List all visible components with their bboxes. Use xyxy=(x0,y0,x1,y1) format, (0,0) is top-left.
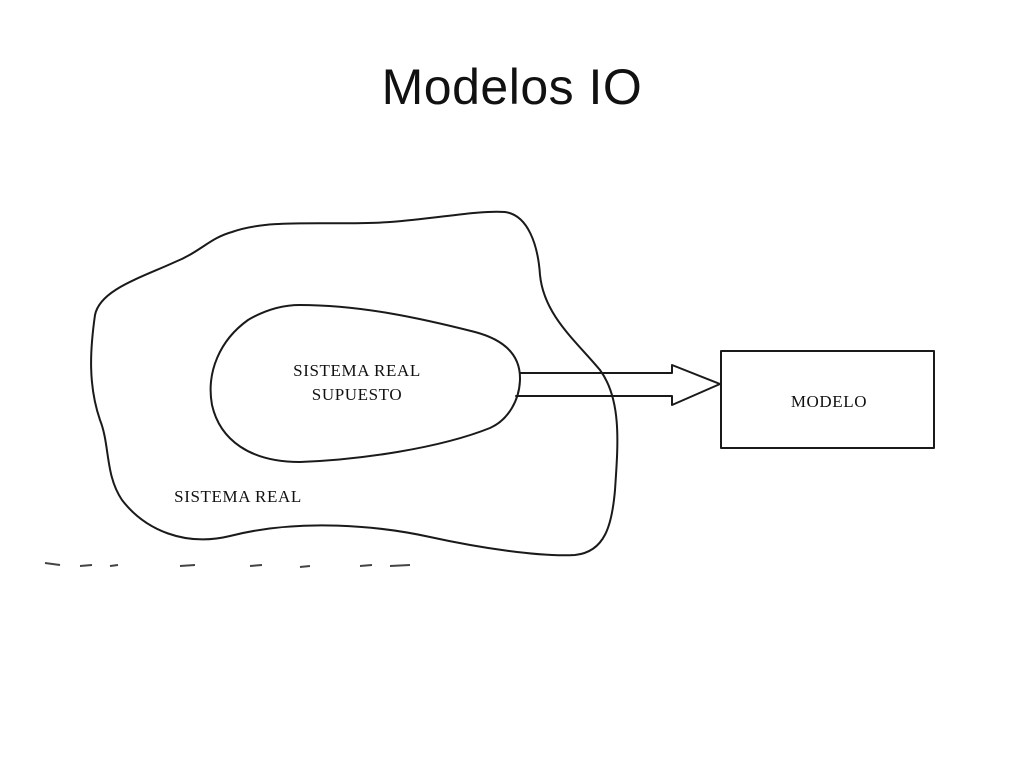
model-label: MODELO xyxy=(791,392,867,411)
assumed-system-label-line1: SISTEMA REAL xyxy=(293,361,421,380)
real-system-label: SISTEMA REAL xyxy=(174,487,302,506)
scan-crop-artifact xyxy=(44,562,411,568)
arrow-to-model xyxy=(515,364,721,406)
assumed-system-blob xyxy=(209,304,521,463)
real-system-blob xyxy=(90,210,619,557)
assumed-system-label-line2: SUPUESTO xyxy=(312,385,402,404)
slide-title: Modelos IO xyxy=(381,59,643,115)
model-box xyxy=(720,350,935,449)
